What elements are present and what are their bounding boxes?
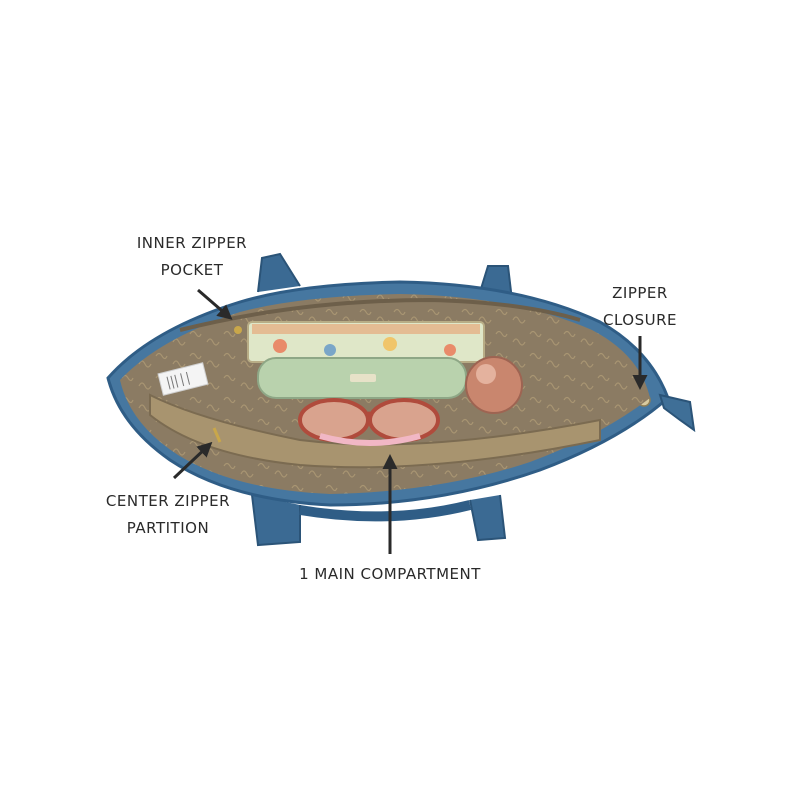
label-inner-zipper-pocket: INNER ZIPPER POCKET: [132, 230, 252, 284]
label-main-compartment: 1 MAIN COMPARTMENT: [290, 561, 490, 588]
label-line: 1 MAIN COMPARTMENT: [299, 565, 481, 583]
compact-mirror: [465, 356, 523, 414]
zipper-pull-tab: [658, 393, 696, 433]
label-line: PARTITION: [126, 519, 210, 537]
patterned-pouch: [247, 321, 485, 363]
label-line: INNER ZIPPER: [136, 234, 248, 252]
sunglasses: [298, 398, 440, 446]
bag-handles: [251, 252, 513, 547]
center-partition: [149, 393, 601, 469]
label-center-zipper-partition: CENTER ZIPPER PARTITION: [100, 488, 236, 542]
label-line: CENTER ZIPPER: [105, 492, 231, 510]
label-line: ZIPPER: [612, 284, 668, 302]
label-zipper-closure: ZIPPER CLOSURE: [600, 280, 680, 334]
label-line: POCKET: [160, 261, 224, 279]
label-line: CLOSURE: [602, 311, 677, 329]
arrow-inner-pocket: [197, 288, 233, 320]
arrow-center-partition: [172, 441, 213, 480]
callout-arrows: [172, 288, 648, 554]
